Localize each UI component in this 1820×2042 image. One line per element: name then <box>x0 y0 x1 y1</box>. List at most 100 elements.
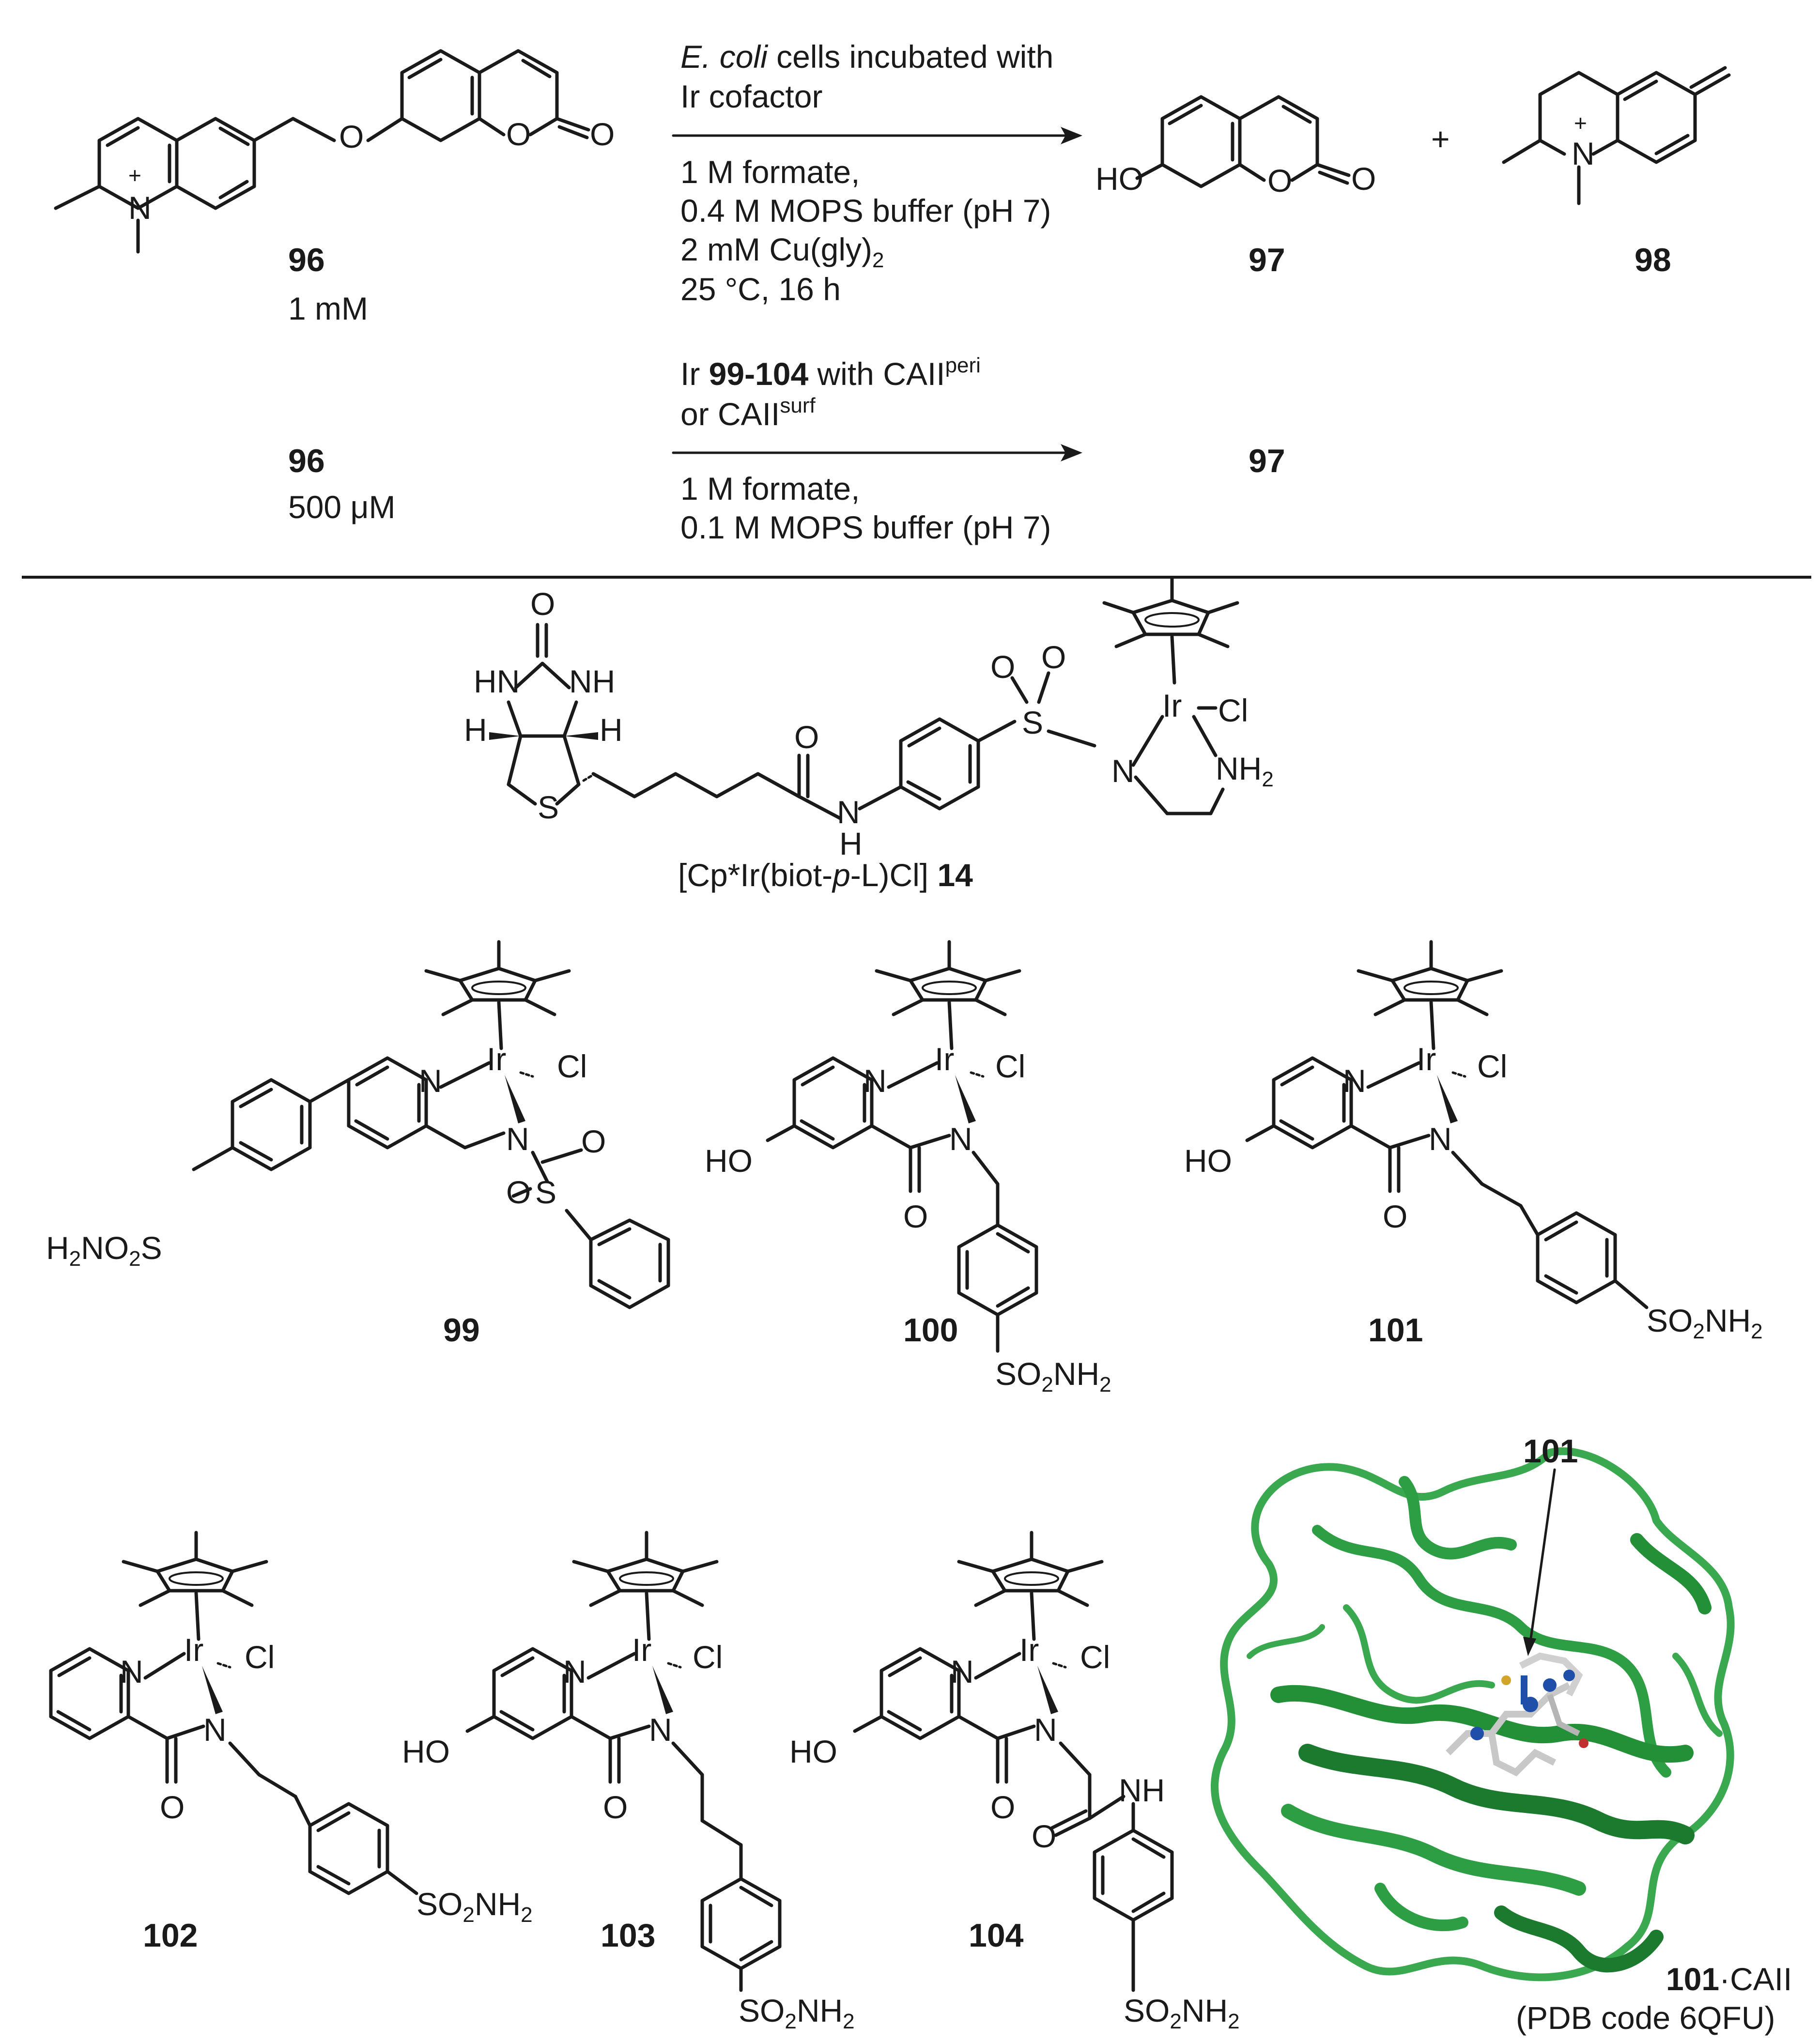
charge-plus: + <box>128 163 141 188</box>
sulfonamide-group: SO2NH2 <box>1647 1303 1763 1343</box>
atom-O: O <box>1267 163 1292 199</box>
atom-S: S <box>538 789 559 825</box>
compound-103-structure <box>465 1533 782 1992</box>
pointer-arrow <box>1529 1468 1556 1643</box>
atom-N: N <box>419 1063 442 1099</box>
charge-plus: + <box>1574 110 1587 136</box>
biotin-cofactor-14-structure <box>489 577 1239 820</box>
compound-label-101: 101 <box>1368 1312 1423 1349</box>
compound-label-98: 98 <box>1635 242 1671 278</box>
atom-N: N <box>120 1654 143 1689</box>
atom-N: N <box>1429 1121 1452 1157</box>
atom-N: N <box>864 1063 887 1099</box>
atom-Ir: Ir <box>1019 1632 1039 1668</box>
atom-N: N <box>1343 1063 1366 1099</box>
atom-HN: HN <box>474 663 520 699</box>
atom-NH: NH <box>569 663 615 699</box>
compound-label-102: 102 <box>143 1917 198 1954</box>
atom-H: H <box>464 712 487 748</box>
compound-100-structure <box>766 942 1038 1353</box>
compound-98-structure <box>1502 66 1731 205</box>
atom-O: O <box>590 116 615 152</box>
compound-96-structure <box>54 49 590 254</box>
atom-O: O <box>1032 1818 1056 1854</box>
atom-N: N <box>563 1654 586 1689</box>
atom-HO: HO <box>789 1734 837 1769</box>
atom-H: H <box>839 826 863 861</box>
protein-pdb-caption: (PDB code 6QFU) <box>1516 2000 1775 2036</box>
compound-101-structure <box>1245 942 1649 1309</box>
condition-line-1: 1 M formate, <box>680 471 860 507</box>
atom-Ir: Ir <box>184 1632 203 1668</box>
compound-97-structure <box>1135 95 1351 188</box>
atom-O: O <box>990 1789 1015 1825</box>
atom-Cl: Cl <box>1218 692 1248 728</box>
atom-NH: NH <box>1119 1772 1165 1808</box>
atom-O: O <box>603 1789 628 1825</box>
compound-label-97: 97 <box>1249 242 1285 278</box>
atom-N: N <box>949 1121 972 1157</box>
reagent-line-2: Ir cofactor <box>680 78 822 114</box>
cofactor-14-caption: [Cp*Ir(biot-p-L)Cl] 14 <box>678 857 973 893</box>
atom-N: N <box>649 1712 672 1748</box>
sulfonamide-group: SO2NH2 <box>995 1356 1111 1397</box>
atom-HO: HO <box>402 1734 450 1769</box>
compound-label-100: 100 <box>903 1312 958 1349</box>
atom-O: O <box>990 649 1015 685</box>
substrate-concentration: 500 μM <box>288 489 395 525</box>
sulfonamide-group: SO2NH2 <box>416 1886 533 1927</box>
atom-Cl: Cl <box>1477 1048 1507 1084</box>
atom-HO: HO <box>1095 161 1143 197</box>
atom-O: O <box>794 719 819 755</box>
atom-Cl: Cl <box>245 1639 275 1675</box>
reagent-line-1: E. coli cells incubated with <box>680 39 1053 75</box>
protein-pointer-label: 101 <box>1523 1433 1578 1470</box>
atom-Ir: Ir <box>487 1041 506 1077</box>
condition-line-1: 1 M formate, <box>680 154 860 190</box>
atom-O: O <box>530 586 555 622</box>
atom-Ir: Ir <box>1417 1041 1436 1077</box>
atom-H: H <box>600 712 623 748</box>
substrate-concentration: 1 mM <box>288 291 368 326</box>
condition-line-2: 0.1 M MOPS buffer (pH 7) <box>680 509 1051 545</box>
atom-Ir: Ir <box>632 1632 651 1668</box>
compound-102-structure <box>51 1533 418 1895</box>
atom-N: N <box>1034 1712 1057 1748</box>
compound-label-103: 103 <box>601 1917 655 1954</box>
atom-N: N <box>1111 753 1135 789</box>
plus-sign: + <box>1431 121 1450 157</box>
atom-O: O <box>160 1789 185 1825</box>
compound-104-structure <box>853 1533 1174 1992</box>
arrow-head <box>1061 127 1082 144</box>
atom-N: N <box>506 1121 529 1157</box>
atom-O: O <box>581 1123 606 1159</box>
atom-O: O <box>903 1198 928 1234</box>
atom-S: S <box>1022 705 1043 740</box>
atom-S: S <box>535 1174 556 1210</box>
compound-label-99: 99 <box>443 1312 480 1349</box>
atom-O: O <box>506 1174 531 1210</box>
atom-Ir: Ir <box>1162 688 1182 723</box>
arrow-head <box>1061 444 1082 461</box>
atom-NH2: NH2 <box>1216 751 1274 791</box>
compound-label-96: 96 <box>288 443 325 479</box>
atom-N: N <box>951 1654 974 1689</box>
condition-line-2: 0.4 M MOPS buffer (pH 7) <box>680 193 1051 229</box>
atom-O: O <box>1351 161 1376 197</box>
compound-label-97: 97 <box>1249 443 1285 479</box>
compound-99-structure <box>192 942 670 1309</box>
atom-Ir: Ir <box>935 1041 954 1077</box>
atom-Cl: Cl <box>995 1048 1025 1084</box>
atom-O: O <box>506 116 531 152</box>
atom-N: N <box>128 190 152 226</box>
sulfonamide-group: SO2NH2 <box>1124 1993 1240 2033</box>
atom-O: O <box>1041 639 1066 675</box>
protein-structure-image <box>1211 1447 1735 1981</box>
sulfonamide-group: H2NO2S <box>46 1230 162 1271</box>
reagent-line-2: or CAIIsurf <box>680 394 816 432</box>
reagent-line-1: Ir 99-104 with CAIIperi <box>680 353 981 392</box>
condition-line-4: 25 °C, 16 h <box>680 271 841 307</box>
atom-N: N <box>837 794 860 830</box>
